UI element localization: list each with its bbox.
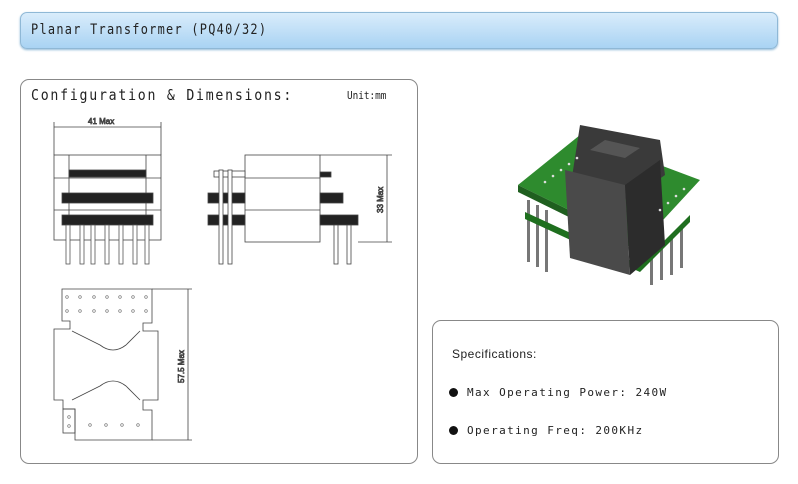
unit-label: Unit:mm — [347, 89, 387, 102]
front-view-drawing — [53, 122, 162, 265]
spec-item-frequency: Operating Freq: 200KHz — [449, 424, 644, 437]
specifications-panel: Specifications: Max Operating Power: 240… — [432, 320, 779, 464]
title-bar: Planar Transformer (PQ40/32) — [20, 12, 778, 49]
transformer-3d-render — [518, 125, 700, 285]
width-dimension: 41 Max — [88, 117, 114, 126]
side-view-drawing — [207, 154, 392, 265]
page-title: Planar Transformer (PQ40/32) — [31, 22, 268, 38]
spec-label: Max Operating Power: 240W — [467, 386, 668, 399]
bullet-icon — [449, 426, 458, 435]
length-dimension: 57.5 Max — [177, 350, 186, 383]
specs-title: Specifications: — [452, 347, 537, 361]
bullet-icon — [449, 388, 458, 397]
spec-item-power: Max Operating Power: 240W — [449, 386, 668, 399]
config-title: Configuration & Dimensions: — [31, 86, 294, 104]
bottom-view-drawing — [53, 288, 192, 441]
spec-label: Operating Freq: 200KHz — [467, 424, 644, 437]
height-dimension: 33 Max — [376, 187, 385, 213]
